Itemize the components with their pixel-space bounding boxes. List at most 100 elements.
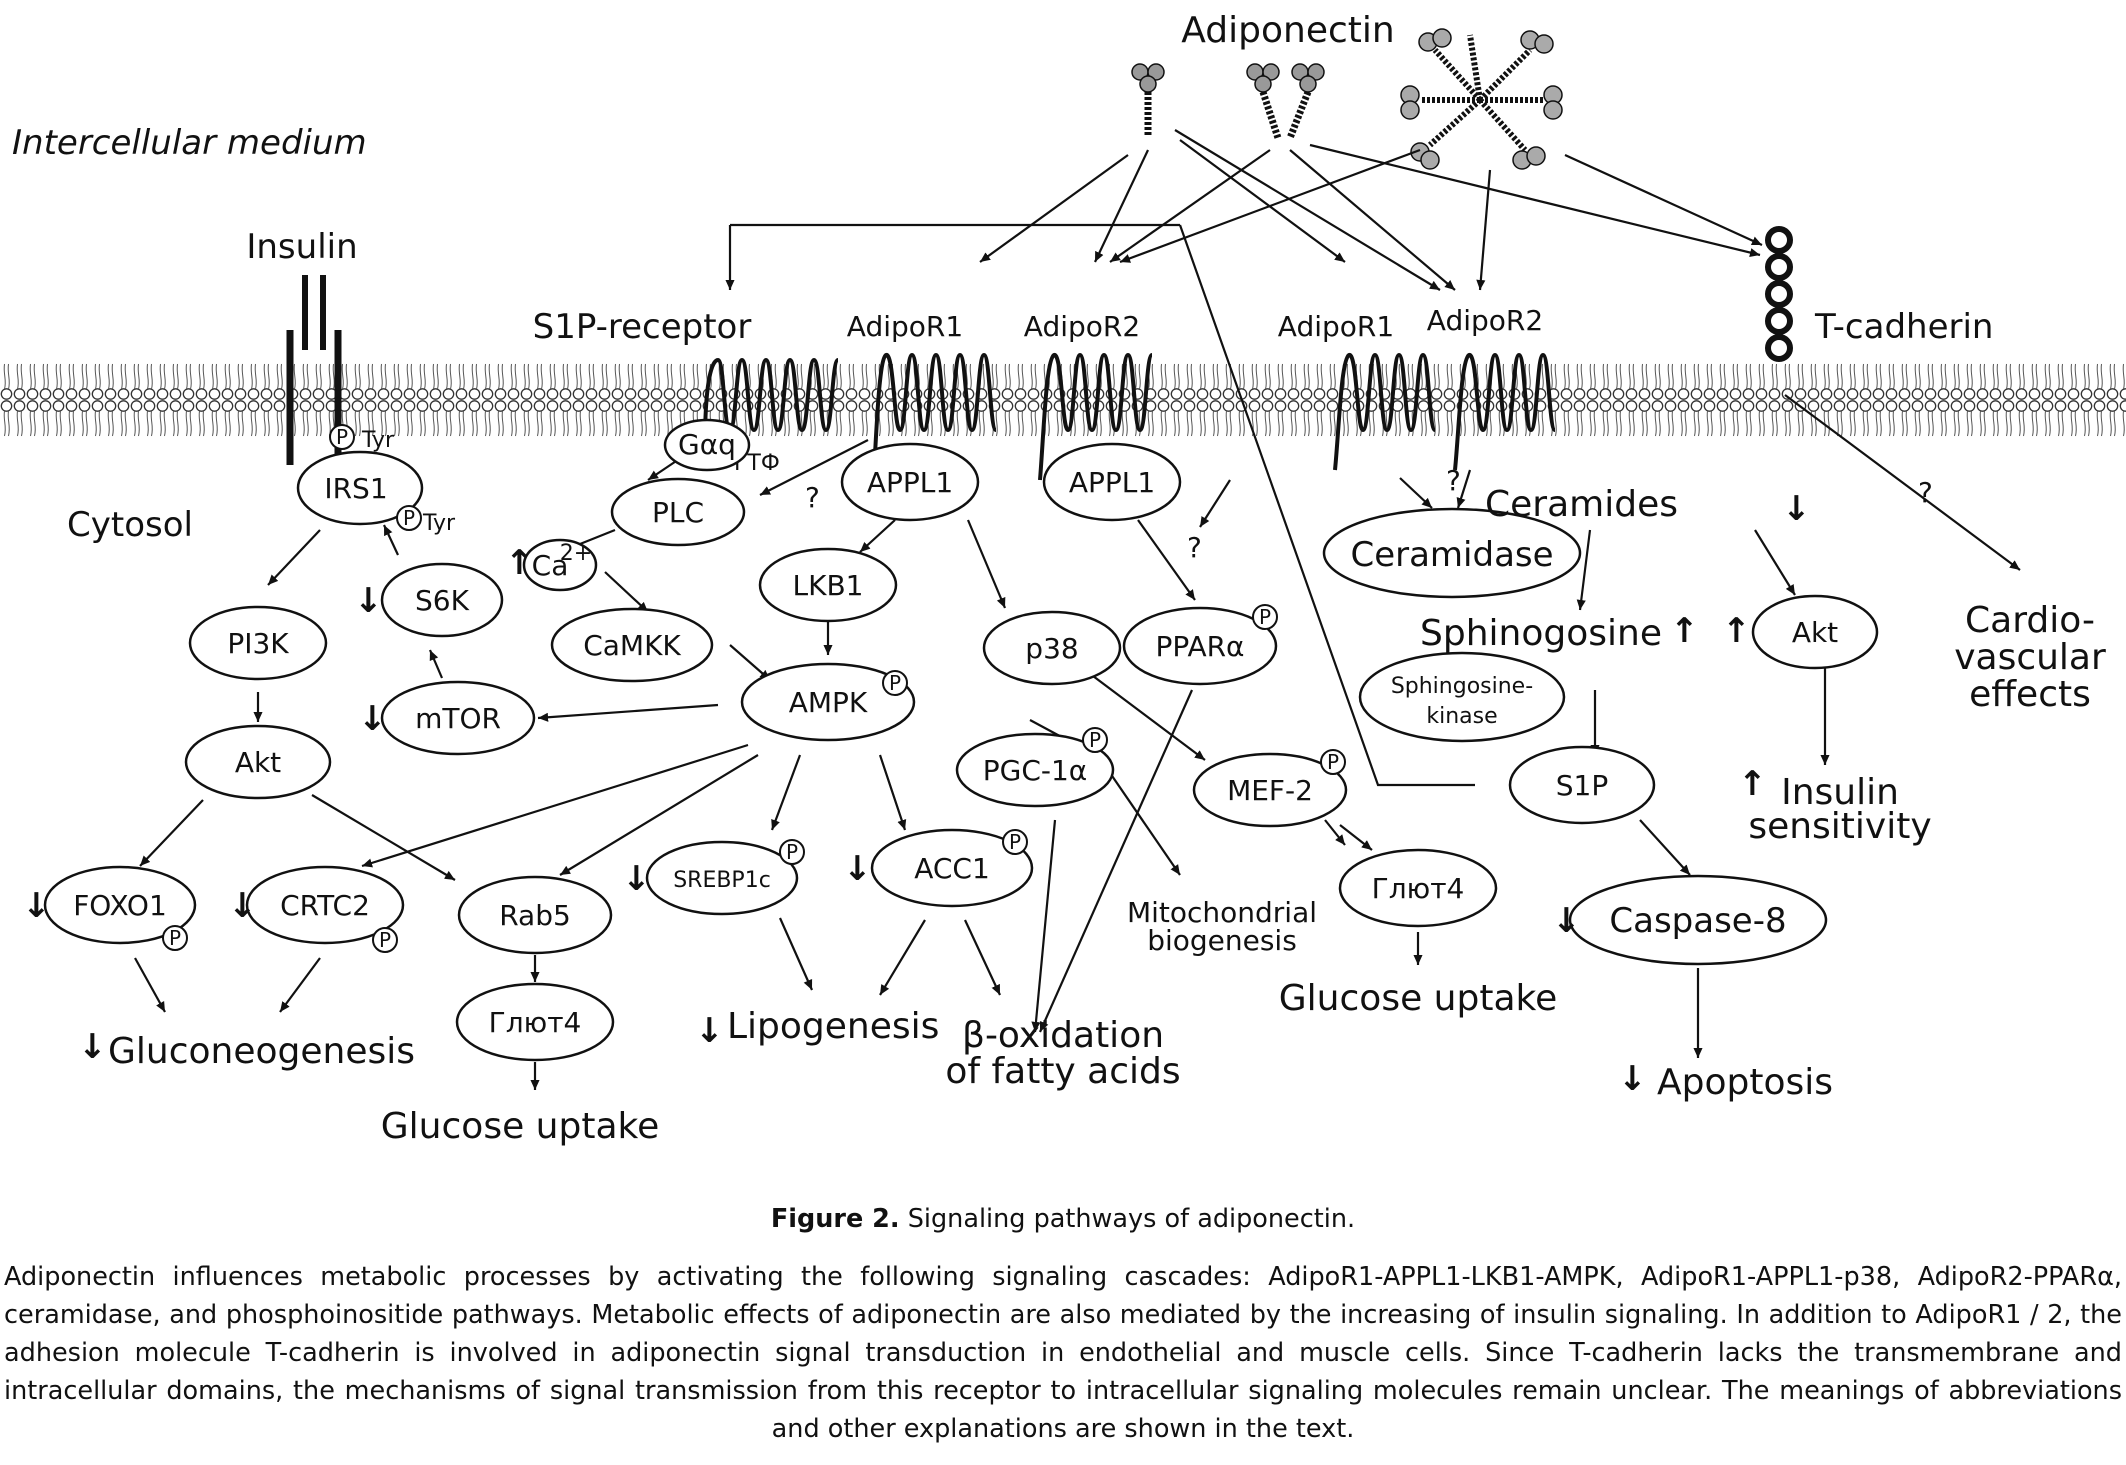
outcome-beta-oxidation-line2: of fatty acids — [945, 1051, 1180, 1092]
node-ampk: AMPK — [740, 662, 916, 742]
node-camkk: CaMKK — [550, 607, 714, 683]
svg-text:Akt: Akt — [235, 746, 281, 779]
node-akt-left: Akt — [184, 724, 332, 800]
down-arrow-apoptosis: ↓ — [1618, 1059, 1647, 1099]
adipor2-right-label: AdipoR2 — [1427, 304, 1543, 337]
node-pgc1a: PGC-1α — [955, 732, 1115, 808]
svg-text:2+: 2+ — [560, 541, 592, 566]
adipor1-left-label: AdipoR1 — [847, 310, 963, 343]
node-glut4-left: Глют4 — [455, 982, 615, 1062]
figure-caption-body: Adiponectin influences metabolic process… — [4, 1262, 2122, 1444]
question-mark-cardio: ? — [1918, 476, 1933, 509]
svg-text:LKB1: LKB1 — [793, 569, 864, 602]
node-s6k: S6K — [380, 562, 504, 638]
down-arrow-lipogenesis: ↓ — [695, 1011, 724, 1051]
outcome-mito-line1: Mitochondrial — [1127, 896, 1317, 929]
adipor2-left-helix-icon — [1038, 352, 1154, 481]
adiponectin-monomer-icon — [1131, 63, 1165, 135]
phospho-srebp1c-icon: P — [779, 839, 805, 865]
svg-text:Caspase-8: Caspase-8 — [1609, 901, 1786, 941]
svg-text:Sphingosine-: Sphingosine- — [1391, 674, 1533, 699]
svg-text:Akt: Akt — [1792, 616, 1838, 649]
adipor1-left-helix-icon — [870, 352, 998, 506]
svg-text:P: P — [336, 425, 348, 449]
outcome-cardio-line1: Cardio- — [1965, 600, 2095, 641]
svg-text:Ceramidase: Ceramidase — [1350, 535, 1553, 575]
ceramides-label: Ceramides — [1485, 484, 1678, 525]
outcome-cardio-line2: vascular — [1954, 637, 2106, 678]
pathway-arrows — [134, 394, 2021, 1090]
down-arrow-ceramides: ↓ — [1782, 489, 1811, 529]
node-mef2: MEF-2 — [1192, 752, 1348, 828]
svg-text:P: P — [786, 840, 798, 864]
tyr-label-1: Tyr — [361, 428, 395, 453]
down-arrow-srebp1c: ↓ — [622, 859, 651, 899]
adipor2-left-label: AdipoR2 — [1024, 310, 1140, 343]
figure-number: Figure 2. — [770, 1204, 900, 1234]
phospho-irs1-icon: P — [396, 505, 422, 531]
svg-text:AMPK: AMPK — [789, 686, 868, 719]
phospho-pgc1a-icon: P — [1082, 727, 1108, 753]
svg-text:APPL1: APPL1 — [867, 466, 953, 499]
node-appl1-right: APPL1 — [1042, 442, 1182, 522]
node-foxo1: FOXO1 — [43, 865, 197, 945]
phospho-irs1-tyr-icon: P — [329, 424, 355, 450]
svg-text:CaMKK: CaMKK — [583, 629, 681, 662]
svg-text:PLC: PLC — [652, 496, 704, 529]
node-ca2: Ca 2+ — [522, 538, 598, 592]
svg-text:Глют4: Глют4 — [1372, 872, 1465, 905]
adiponectin-dimer-icon — [1246, 63, 1325, 140]
adipor1-right-label: AdipoR1 — [1278, 310, 1394, 343]
node-s1p: S1P — [1508, 745, 1656, 825]
question-mark-plc: ? — [805, 481, 820, 514]
down-arrow-s6k: ↓ — [354, 581, 383, 621]
node-caspase8: Caspase-8 — [1568, 874, 1828, 966]
svg-text:P: P — [379, 928, 391, 952]
node-lkb1: LKB1 — [758, 547, 898, 623]
svg-text:Глют4: Глют4 — [489, 1006, 582, 1039]
phospho-crtc2-icon: P — [372, 927, 398, 953]
node-crtc2: CRTC2 — [245, 865, 405, 945]
node-srebp1c: SREBP1c — [645, 840, 799, 916]
outcome-beta-oxidation-line1: β-oxidation — [962, 1015, 1164, 1056]
svg-text:P: P — [1089, 728, 1101, 752]
outcome-lipogenesis: Lipogenesis — [727, 1006, 939, 1047]
phospho-acc1-icon: P — [1002, 829, 1028, 855]
up-arrow-akt: ↑ — [1722, 611, 1751, 651]
insulin-label: Insulin — [246, 227, 357, 267]
t-cadherin-label: T-cadherin — [1814, 307, 1993, 347]
outcome-mito-line2: biogenesis — [1147, 924, 1297, 957]
node-gaq: Gαq — [663, 418, 751, 472]
outcome-insulin-sensitivity-line2: sensitivity — [1748, 806, 1931, 847]
svg-text:PI3K: PI3K — [227, 627, 289, 660]
question-mark-ceramidase: ? — [1446, 464, 1461, 497]
svg-text:kinase: kinase — [1426, 704, 1497, 729]
figure-title: Signaling pathways of adiponectin. — [899, 1204, 1356, 1234]
down-arrow-acc1: ↓ — [843, 849, 872, 889]
sphingosine-label: Sphinogosine — [1420, 613, 1662, 654]
adiponectin-arrows — [725, 129, 1763, 787]
svg-text:FOXO1: FOXO1 — [73, 889, 167, 922]
node-akt-right: Akt — [1751, 594, 1879, 670]
node-acc1: ACC1 — [870, 828, 1034, 908]
svg-text:Rab5: Rab5 — [499, 899, 571, 932]
down-arrow-foxo1: ↓ — [22, 886, 51, 926]
node-rab5: Rab5 — [457, 875, 613, 955]
svg-text:PPARα: PPARα — [1155, 630, 1244, 663]
adiponectin-label: Adiponectin — [1181, 10, 1394, 51]
svg-text:Ca: Ca — [532, 549, 569, 582]
phospho-ampk-icon: P — [882, 670, 908, 696]
down-arrow-crtc2: ↓ — [228, 886, 257, 926]
svg-text:Gαq: Gαq — [678, 428, 736, 461]
adipor2-right-helix-icon — [1453, 352, 1557, 471]
svg-text:S6K: S6K — [415, 584, 470, 617]
up-arrow-insulin-sensitivity: ↑ — [1738, 764, 1767, 804]
svg-text:P: P — [1009, 830, 1021, 854]
svg-text:PGC-1α: PGC-1α — [983, 754, 1088, 787]
svg-text:SREBP1c: SREBP1c — [673, 868, 771, 893]
svg-text:P: P — [889, 671, 901, 695]
outcome-cardio-line3: effects — [1969, 674, 2091, 715]
cytosol-label: Cytosol — [67, 505, 193, 545]
adipor1-right-helix-icon — [1333, 352, 1437, 471]
svg-text:P: P — [1327, 750, 1339, 774]
